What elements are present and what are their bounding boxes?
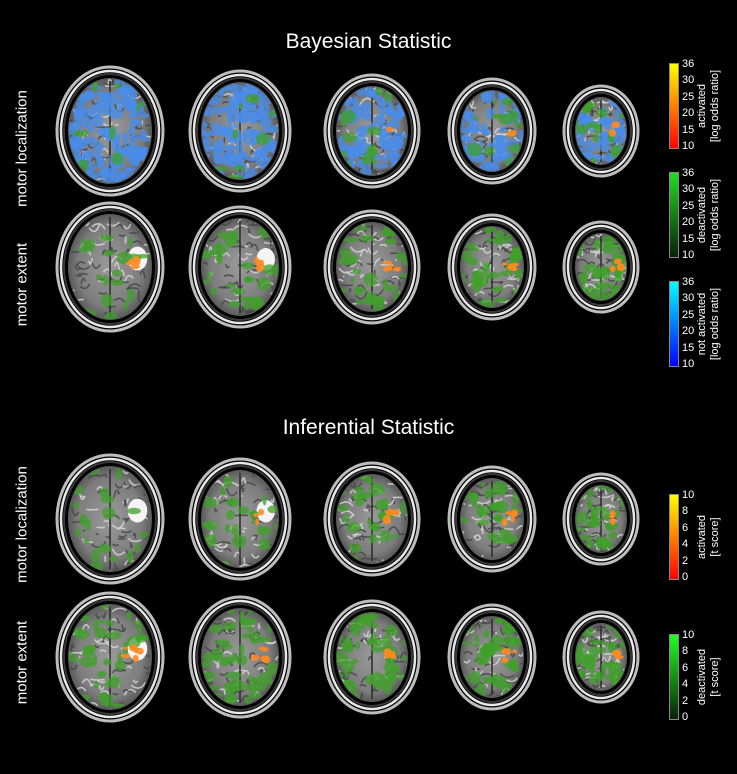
- colorbar-tick: 10: [682, 358, 695, 370]
- brain-slice: [323, 461, 421, 577]
- colorbar-tick: 10: [682, 249, 695, 261]
- colorbar-tick: 20: [682, 216, 695, 229]
- brain-slice: [55, 591, 165, 723]
- colorbar-tick: 15: [682, 123, 695, 136]
- colorbar-label: activated [t score]: [696, 514, 721, 560]
- brain-slice: [562, 472, 640, 566]
- brain-slice: [188, 595, 292, 719]
- colorbar-tick: 6: [682, 521, 689, 534]
- colorbar-gradient: [669, 494, 679, 580]
- colorbar-tick: 15: [682, 341, 695, 354]
- row-label-inferential-extent: motor extent: [13, 620, 31, 705]
- colorbar-gradient: [669, 281, 679, 367]
- colorbar-tick: 2: [682, 694, 689, 707]
- colorbar-label: not activated [log odds ratio]: [696, 287, 721, 361]
- colorbar-tick: 10: [682, 489, 695, 501]
- colorbar-tick: 0: [682, 571, 689, 583]
- colorbar-label: activated [log odds ratio]: [696, 69, 721, 143]
- colorbar-tick: 36: [682, 58, 695, 70]
- brain-slice: [188, 69, 292, 193]
- inferential-title: Inferential Statistic: [282, 416, 455, 439]
- colorbar-tick: 10: [682, 140, 695, 152]
- brain-slice: [55, 65, 165, 197]
- brain-slice: [323, 73, 421, 189]
- brain-slice: [562, 84, 640, 178]
- colorbar-tick: 8: [682, 645, 689, 658]
- brain-slice: [188, 457, 292, 581]
- brain-slice: [323, 209, 421, 325]
- brain-slice: [447, 465, 537, 573]
- bayesian-title: Bayesian Statistic: [285, 30, 452, 53]
- brain-slice: [55, 201, 165, 333]
- colorbar-tick: 25: [682, 90, 695, 103]
- colorbar-gradient: [669, 63, 679, 149]
- colorbar-gradient: [669, 172, 679, 258]
- brain-slice: [323, 599, 421, 715]
- colorbar-tick: 25: [682, 308, 695, 321]
- colorbar-tick: 36: [682, 276, 695, 288]
- colorbar-gradient: [669, 634, 679, 720]
- brain-slice: [447, 213, 537, 321]
- colorbar-tick: 15: [682, 232, 695, 245]
- colorbar-tick: 10: [682, 629, 695, 641]
- colorbar-tick: 8: [682, 505, 689, 518]
- colorbar-tick: 30: [682, 183, 695, 196]
- colorbar-label: deactivated [t score]: [696, 648, 721, 706]
- colorbar-tick: 0: [682, 711, 689, 723]
- colorbar-tick: 20: [682, 107, 695, 120]
- colorbar-tick: 30: [682, 74, 695, 87]
- brain-slice: [55, 453, 165, 585]
- colorbar-tick: 20: [682, 325, 695, 338]
- colorbar-tick: 36: [682, 167, 695, 179]
- colorbar-tick: 30: [682, 292, 695, 305]
- colorbar-tick: 4: [682, 538, 689, 551]
- colorbar-tick: 25: [682, 199, 695, 212]
- row-label-inferential-localization: motor localization: [13, 466, 31, 583]
- brain-slice: [447, 77, 537, 185]
- brain-slice: [562, 220, 640, 314]
- colorbar-tick: 2: [682, 554, 689, 567]
- row-label-bayes-extent: motor extent: [13, 242, 31, 327]
- brain-slice: [562, 610, 640, 704]
- brain-slice: [447, 603, 537, 711]
- colorbar-label: deactivated [log odds ratio]: [696, 178, 721, 252]
- colorbar-tick: 4: [682, 678, 689, 691]
- colorbar-tick: 6: [682, 661, 689, 674]
- brain-slice: [188, 205, 292, 329]
